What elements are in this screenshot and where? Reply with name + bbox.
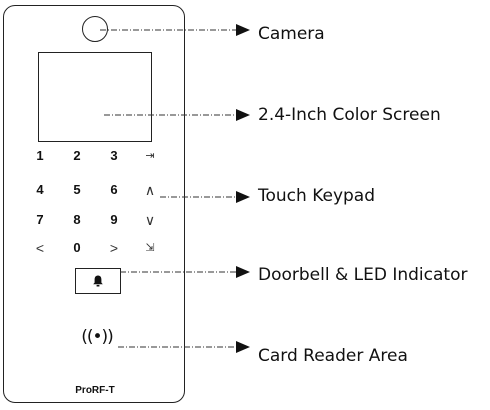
camera-arrow-icon <box>236 24 250 36</box>
keypad-key-up-icon: ∧ <box>144 182 156 198</box>
keypad-key-down-icon: ∨ <box>144 212 156 228</box>
model-label: ProRF-T <box>75 385 115 396</box>
keypad-key-3: 3 <box>110 148 118 163</box>
doorbell-arrow-icon <box>236 266 250 278</box>
keypad-key-left-icon: < <box>35 240 45 256</box>
bell-icon <box>93 275 103 287</box>
keypad-key-4: 4 <box>36 182 44 197</box>
keypad-key-exit-icon: ⇲ <box>145 242 155 254</box>
keypad-key-8: 8 <box>73 212 81 227</box>
keypad-key-6: 6 <box>110 182 118 197</box>
device-body: 1 2 3 ⇥ 4 5 6 ∧ 7 8 9 ∨ < 0 > ⇲ ((•)) Pr… <box>3 5 185 403</box>
keypad-key-2: 2 <box>73 148 81 163</box>
keypad-key-enter-icon: ⇥ <box>145 150 155 162</box>
card-reader-arrow-icon <box>236 341 250 353</box>
callout-screen: 2.4-Inch Color Screen <box>258 105 441 125</box>
callout-doorbell: Doorbell & LED Indicator <box>258 265 468 285</box>
color-screen <box>38 52 152 142</box>
screen-arrow-icon <box>236 109 250 121</box>
keypad-key-9: 9 <box>110 212 118 227</box>
keypad-key-1: 1 <box>36 148 44 163</box>
doorbell-button <box>75 268 121 294</box>
keypad-key-5: 5 <box>73 182 81 197</box>
callout-camera: Camera <box>258 24 325 44</box>
card-reader-symbol: ((•)) <box>81 327 114 347</box>
keypad-key-7: 7 <box>36 212 44 227</box>
keypad-arrow-icon <box>236 191 250 203</box>
camera-lens <box>82 16 108 42</box>
callout-keypad: Touch Keypad <box>258 186 376 206</box>
keypad-key-right-icon: > <box>109 240 119 256</box>
callout-card-reader: Card Reader Area <box>258 346 408 366</box>
keypad-key-0: 0 <box>73 240 81 255</box>
